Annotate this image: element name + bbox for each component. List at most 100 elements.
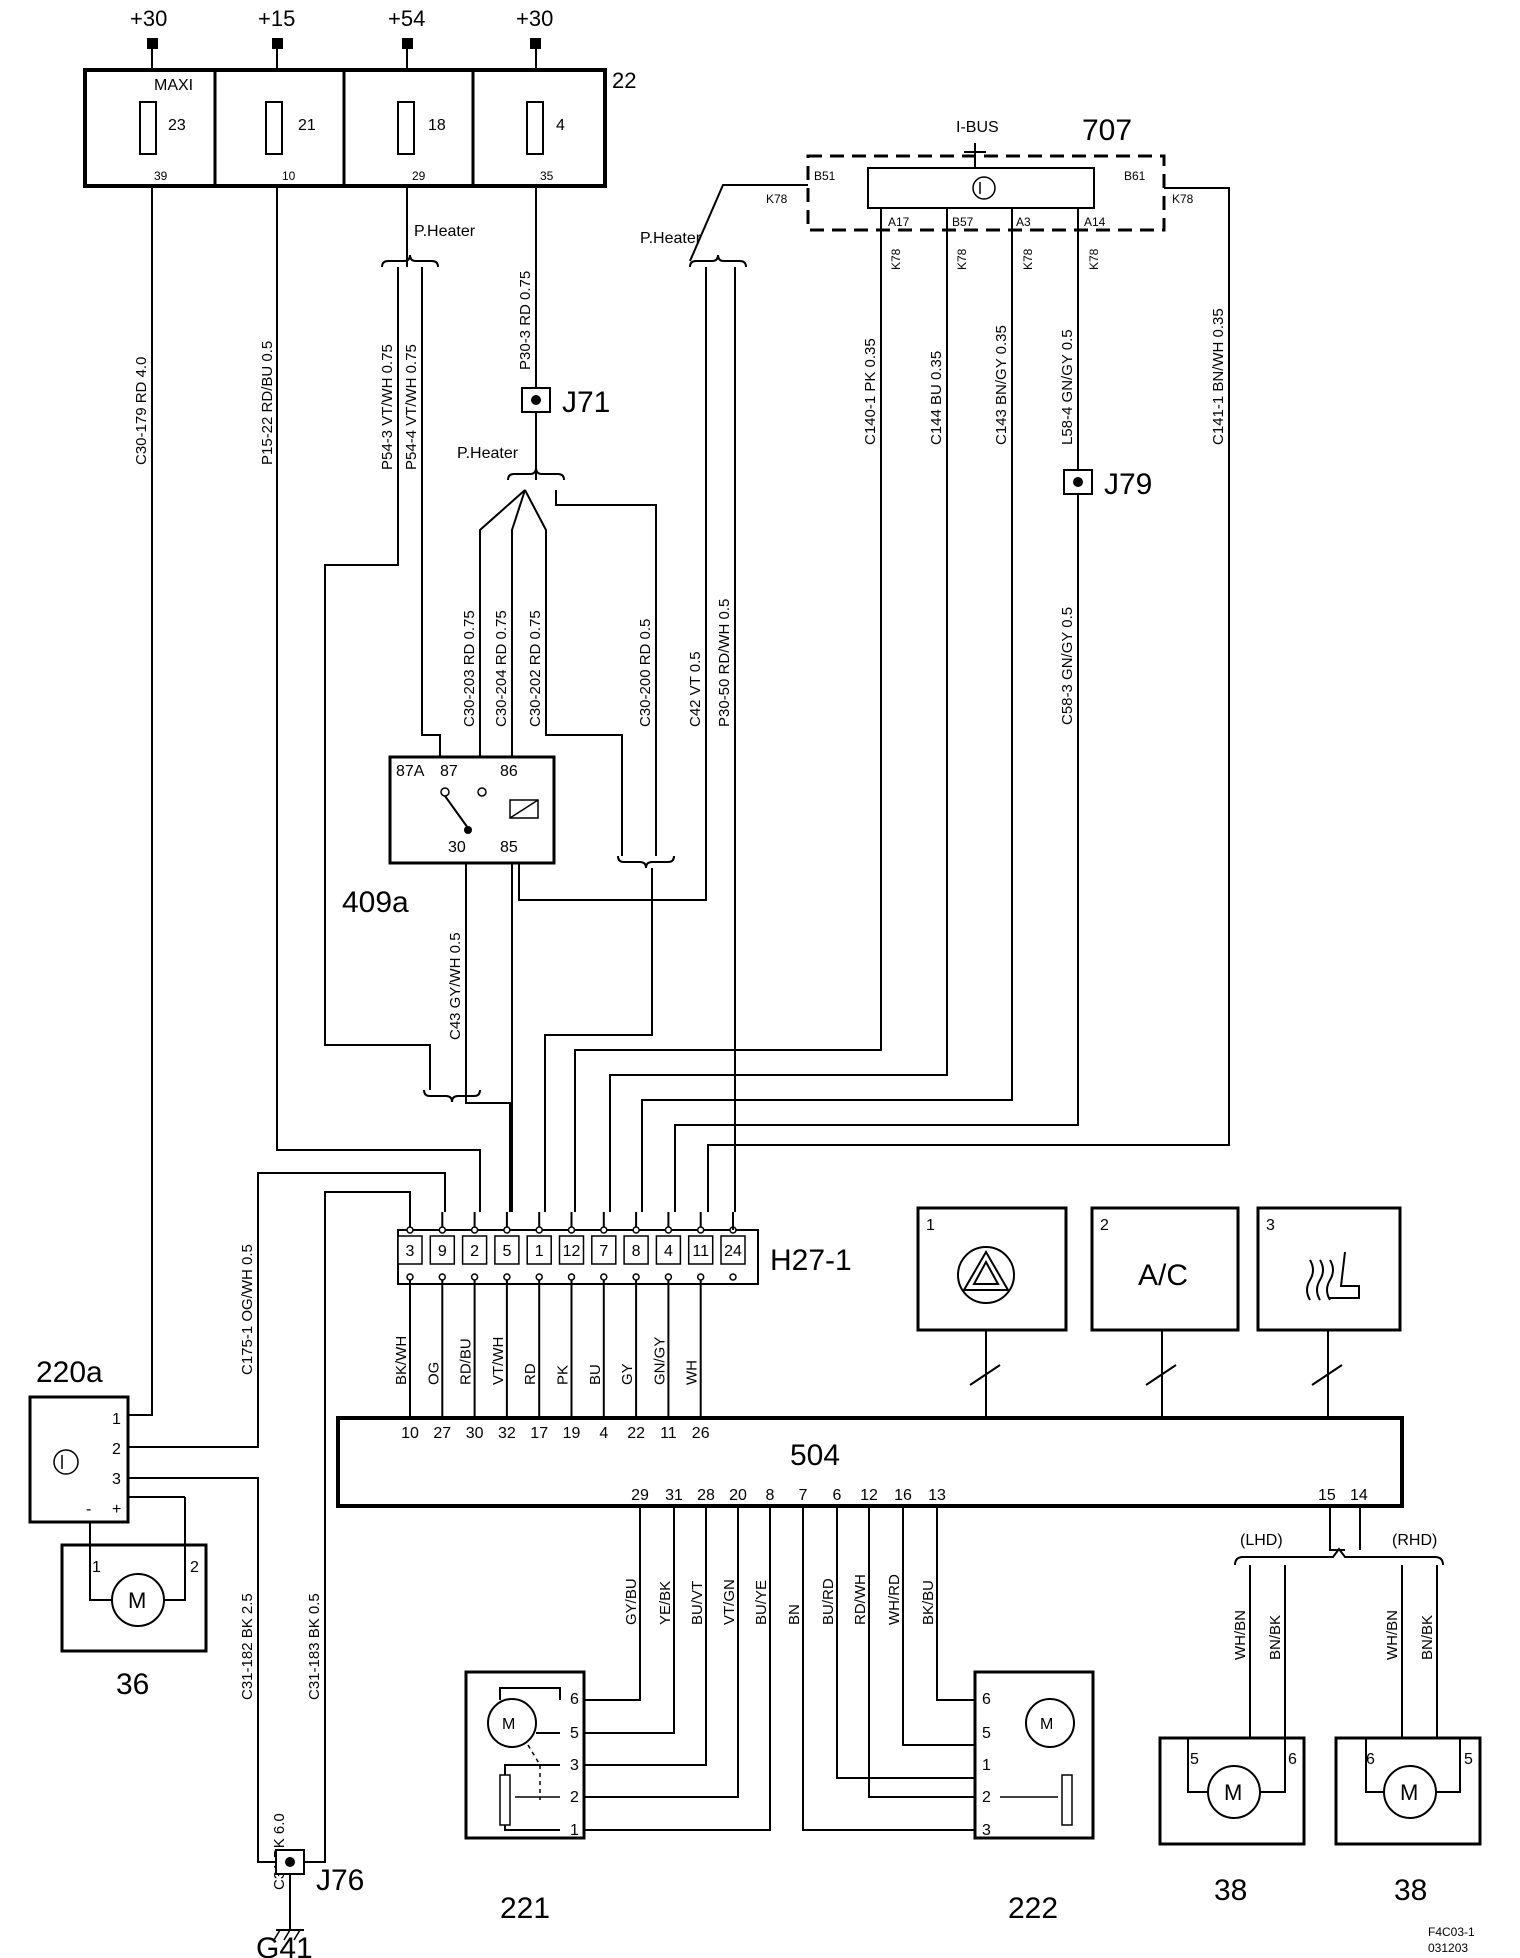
ecu-top-pin: 4 [599, 1425, 608, 1442]
connector-pin: 7 [599, 1243, 608, 1260]
motor38a-pin-5: 5 [1190, 1751, 1199, 1768]
relay-pin-30: 30 [448, 839, 466, 856]
ecu-top-pin: 17 [530, 1425, 548, 1442]
motor38a-id: 38 [1214, 1874, 1247, 1907]
connector-pin: 2 [470, 1243, 479, 1260]
motor38b-letter: M [1400, 1780, 1418, 1805]
supply-terminals: +30 +15 +54 +30 [130, 6, 553, 70]
switch-hazard[interactable]: 1 [916, 1206, 1068, 1418]
ecu-top-pin: 19 [563, 1425, 581, 1442]
motor36-pin-2: 2 [190, 1559, 199, 1576]
act221-pin-3: 3 [570, 1757, 579, 1774]
wire-label-c31-183: C31-183 BK 0.5 [306, 1593, 323, 1700]
motor-36: 1 2 M 36 [60, 1543, 208, 1701]
ecu-bottom-wire-color: RD/WH [852, 1574, 869, 1625]
fuse-18-number: 18 [428, 117, 446, 134]
ecu-top-pin: 32 [498, 1425, 516, 1442]
act221-id: 221 [500, 1892, 550, 1925]
lhd-wire-bnbk: BN/BK [1267, 1615, 1284, 1660]
pheater-label-3: P.Heater [457, 445, 519, 462]
wire-label-c141-1: C141-1 BN/WH 0.35 [1210, 308, 1227, 445]
actuator-221: 6 5 3 2 1 M 221 [464, 1670, 586, 1925]
wire-label-c144: C144 BU 0.35 [928, 351, 945, 445]
actuator-wiring [584, 1505, 975, 1831]
ibus-conn-k78-b57: K78 [955, 248, 969, 270]
wire-label-c58-3: C58-3 GN/GY 0.5 [1059, 607, 1076, 725]
supply-plus30-b: +30 [516, 6, 553, 31]
relay-id: 409a [342, 886, 409, 919]
wire-label-c140-1: C140-1 PK 0.35 [862, 338, 879, 445]
connector-pin: 4 [664, 1243, 673, 1260]
wire-label-c30-203: C30-203 RD 0.75 [461, 610, 478, 727]
ecu-bottom-wire-color: GY/BU [623, 1578, 640, 1625]
connector-pin: 9 [438, 1243, 447, 1260]
motor-module-220a: 220a 1 2 3 - + [28, 1356, 185, 1524]
wire-label-c31-182: C31-182 BK 2.5 [239, 1593, 256, 1700]
connector-pin: 3 [406, 1243, 415, 1260]
ecu-bottom-wire-color: BU/VT [689, 1581, 706, 1625]
wire-label-p15-22: P15-22 RD/BU 0.5 [259, 341, 276, 465]
ecu-top-pin: 22 [627, 1425, 645, 1442]
module-220a-pin-3: 3 [112, 1471, 121, 1488]
fuse-18-pin: 29 [412, 169, 426, 183]
ecu-bottom-wire-color: VT/GN [721, 1579, 738, 1625]
fuse-4-pin: 35 [540, 169, 554, 183]
ibus-pin-a14: A14 [1084, 215, 1106, 229]
seat-heater-icon [1306, 1251, 1360, 1301]
relay-pin-87a: 87A [396, 763, 425, 780]
relay-409a: 87A 87 86 30 85 409a [342, 755, 556, 919]
wire-labels: C30-179 RD 4.0 P15-22 RD/BU 0.5 P54-3 VT… [133, 271, 1227, 1890]
ecu-bottom-wire-color: BU/YE [753, 1580, 770, 1625]
supply-plus15: +15 [258, 6, 295, 31]
wire-label-c30-204: C30-204 RD 0.75 [493, 610, 510, 727]
ibus-conn-k78-left: K78 [766, 192, 788, 206]
ibus-conn-k78-a17: K78 [889, 248, 903, 270]
ecu-bottom-pin: 7 [799, 1487, 808, 1504]
connector-wire-color: RD [522, 1363, 539, 1385]
act221-motor-letter: M [502, 1716, 515, 1733]
motor-38-lhd: 5 6 M 38 [1158, 1736, 1306, 1907]
pheater-label-1: P.Heater [414, 223, 476, 240]
act221-pin-1: 1 [570, 1822, 579, 1839]
ecu-top-pin: 30 [466, 1425, 484, 1442]
module-220a-pin-minus: - [86, 1501, 91, 1518]
act221-pin-5: 5 [570, 1725, 579, 1742]
motor36-id: 36 [116, 1668, 149, 1701]
ibus-module: I-BUS 707 B51 B61 A17 B57 A3 A14 K78 K78… [766, 114, 1194, 270]
ibus-module-id: 707 [1082, 114, 1132, 147]
ecu-bottom-pin: 8 [766, 1487, 775, 1504]
switch-hazard-number: 1 [926, 1217, 935, 1234]
connector-wire-color: WH [684, 1360, 701, 1385]
hazard-triangle-icon [957, 1246, 1015, 1304]
ecu-bottom-wire-color: BK/BU [920, 1580, 937, 1625]
ecu-bottom-pin: 6 [833, 1487, 842, 1504]
connector-pin: 24 [724, 1243, 742, 1260]
act222-motor-letter: M [1040, 1716, 1053, 1733]
junction-j76: J76 [275, 1849, 364, 1897]
ecu-bottom-pin: 16 [894, 1487, 912, 1504]
ecu-bottom-pin: 12 [860, 1487, 878, 1504]
ibus-label: I-BUS [956, 119, 999, 136]
switch-ac[interactable]: 2 A/C [1090, 1206, 1240, 1418]
supply-plus54: +54 [388, 6, 425, 31]
act222-pin-1: 1 [982, 1757, 991, 1774]
fuse-box: 22 MAXI 23 21 18 4 39 10 29 35 [83, 68, 636, 188]
ecu-bottom-pin: 29 [631, 1487, 649, 1504]
connector-wire-color: VT/WH [490, 1337, 507, 1385]
switch-seat-number: 3 [1266, 1217, 1275, 1234]
connector-wire-color: PK [555, 1365, 572, 1385]
wire-label-c30-179: C30-179 RD 4.0 [133, 357, 150, 465]
switch-seat-heater[interactable]: 3 [1256, 1206, 1402, 1418]
wire-label-c143: C143 BN/GY 0.35 [993, 325, 1010, 445]
ecu-pin-14: 14 [1350, 1487, 1368, 1504]
wire-label-p30-50: P30-50 RD/WH 0.5 [716, 599, 733, 727]
junction-j76-label: J76 [316, 1864, 364, 1897]
fuse-box-id: 22 [612, 68, 636, 93]
wire-paths [89, 184, 1230, 1930]
motor38a-pin-6: 6 [1288, 1751, 1297, 1768]
ibus-conn-k78-a3: K78 [1021, 248, 1035, 270]
connector-pin: 11 [692, 1243, 709, 1260]
lhd-rhd-section: (LHD) (RHD) WH/BN BN/BK WH/BN BN/BK [1232, 1505, 1444, 1738]
